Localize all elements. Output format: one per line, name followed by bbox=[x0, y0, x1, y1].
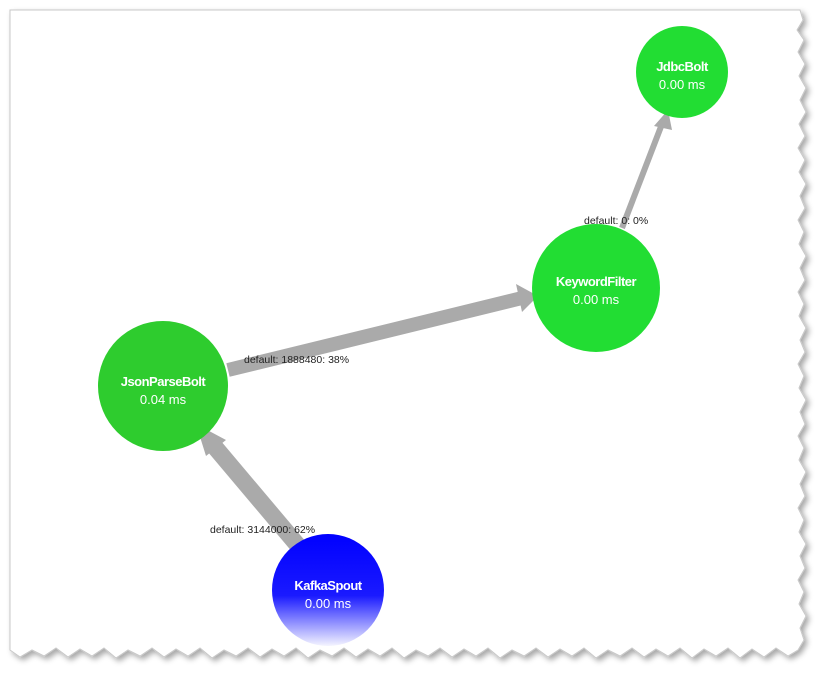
edge-keywordfilter-to-jdbcbolt[interactable] bbox=[619, 122, 665, 230]
arrowhead-keywordfilter bbox=[516, 284, 538, 312]
node-latency: 0.00 ms bbox=[659, 77, 706, 92]
node-name: JdbcBolt bbox=[656, 59, 709, 74]
torn-paper-frame bbox=[9, 9, 807, 659]
edge-label-keywordfilter-to-jdbcbolt: default: 0: 0% bbox=[584, 215, 648, 227]
node-kafka-spout[interactable]: KafkaSpout 0.00 ms bbox=[272, 534, 384, 646]
node-name: KafkaSpout bbox=[294, 578, 362, 593]
node-jdbc-bolt[interactable]: JdbcBolt 0.00 ms bbox=[636, 26, 728, 118]
node-latency: 0.00 ms bbox=[305, 596, 352, 611]
node-latency: 0.04 ms bbox=[140, 392, 187, 407]
edge-labels: default: 3144000: 62% default: 1888480: … bbox=[210, 215, 648, 536]
edge-label-jsonparse-to-keywordfilter: default: 1888480: 38% bbox=[244, 354, 349, 366]
edge-jsonparse-to-keywordfilter[interactable] bbox=[226, 291, 524, 377]
node-name: JsonParseBolt bbox=[121, 374, 207, 389]
node-latency: 0.00 ms bbox=[573, 292, 620, 307]
node-json-parse-bolt[interactable]: JsonParseBolt 0.04 ms bbox=[98, 321, 228, 451]
edge-label-kafka-to-jsonparse: default: 3144000: 62% bbox=[210, 524, 315, 536]
node-name: KeywordFilter bbox=[556, 274, 637, 289]
node-keyword-filter[interactable]: KeywordFilter 0.00 ms bbox=[532, 224, 660, 352]
edge-kafka-to-jsonparse[interactable] bbox=[207, 440, 307, 554]
